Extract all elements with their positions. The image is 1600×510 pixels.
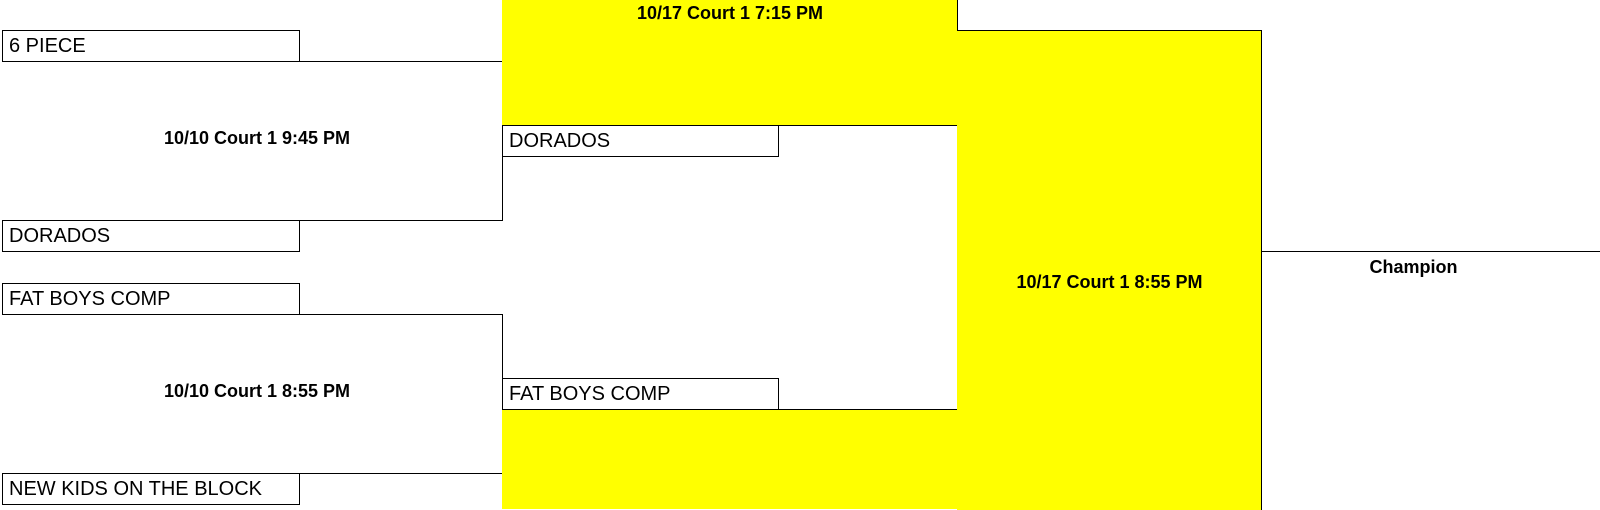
team-slot-round2-fat-boys-comp: FAT BOYS COMP — [502, 378, 779, 410]
round1-game-a-bracket — [298, 61, 503, 221]
team-slot-6-piece: 6 PIECE — [2, 30, 300, 62]
team-name: DORADOS — [509, 130, 611, 152]
round1-game-a-label: 10/10 Court 1 9:45 PM — [163, 128, 351, 148]
champion-line — [1261, 251, 1600, 252]
final-game-label: 10/17 Court 1 8:55 PM — [1016, 272, 1203, 292]
team-name: DORADOS — [9, 225, 111, 247]
team-name: NEW KIDS ON THE BLOCK — [9, 478, 263, 500]
round1-game-b-bracket — [298, 314, 503, 474]
champion-label: Champion — [1369, 257, 1458, 277]
team-name: FAT BOYS COMP — [509, 383, 671, 405]
team-slot-fat-boys-comp: FAT BOYS COMP — [2, 283, 300, 315]
final-game-box — [957, 30, 1262, 510]
team-name: 6 PIECE — [9, 35, 86, 57]
round1-game-b-label: 10/10 Court 1 8:55 PM — [163, 381, 351, 401]
team-slot-dorados: DORADOS — [2, 220, 300, 252]
team-name: FAT BOYS COMP — [9, 288, 171, 310]
team-slot-new-kids-on-the-block: NEW KIDS ON THE BLOCK — [2, 473, 300, 505]
round2-top-game-label: 10/17 Court 1 7:15 PM — [636, 3, 824, 23]
team-slot-round2-dorados: DORADOS — [502, 125, 779, 157]
round2-bottom-game-box — [502, 409, 958, 509]
